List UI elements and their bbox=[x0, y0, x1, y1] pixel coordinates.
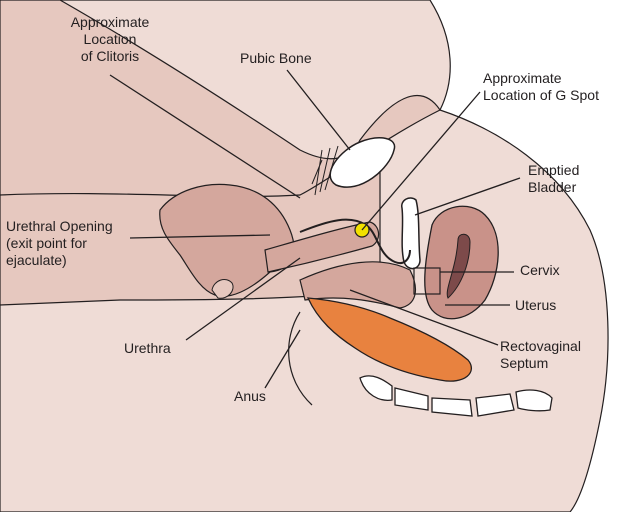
label-rectovaginal: Rectovaginal Septum bbox=[500, 338, 581, 372]
label-urethra: Urethra bbox=[124, 340, 171, 356]
label-g-spot-line1: Approximate bbox=[483, 70, 562, 86]
inserted-finger bbox=[264, 221, 380, 273]
cervix-box bbox=[413, 267, 441, 295]
label-bladder-line2: Bladder bbox=[528, 179, 577, 195]
label-rectovaginal-line1: Rectovaginal bbox=[500, 338, 581, 354]
label-rectovaginal-line2: Septum bbox=[500, 355, 549, 371]
hand bbox=[159, 183, 295, 297]
label-anus: Anus bbox=[234, 388, 266, 404]
label-clitoris-line2: Location bbox=[83, 31, 137, 47]
label-urethral-opening-line2: (exit point for bbox=[6, 235, 87, 251]
coccyx bbox=[359, 375, 553, 417]
leader-rectovaginal bbox=[349, 289, 499, 346]
leader-clitoris bbox=[109, 74, 301, 199]
anus-curve bbox=[288, 311, 313, 406]
label-clitoris-line1: Approximate bbox=[70, 14, 150, 30]
fingertip bbox=[211, 279, 234, 299]
label-g-spot: Approximate Location of G Spot bbox=[483, 70, 599, 104]
label-urethral-opening-line3: ejaculate) bbox=[6, 252, 67, 268]
leader-urethral-opening bbox=[129, 234, 271, 239]
bladder bbox=[401, 197, 421, 270]
leader-lines bbox=[109, 69, 521, 389]
label-bladder-line1: Emptied bbox=[528, 162, 580, 178]
leader-anus bbox=[264, 329, 301, 389]
label-clitoris-line3: of Clitoris bbox=[80, 48, 140, 64]
leader-pubic-bone bbox=[286, 69, 351, 151]
leader-g-spot bbox=[361, 91, 481, 231]
vaginal-canal bbox=[299, 261, 417, 309]
leader-bladder bbox=[414, 177, 521, 216]
pubic-hair bbox=[311, 145, 339, 196]
label-pubic-bone: Pubic Bone bbox=[240, 50, 312, 66]
label-clitoris: Approximate Location of Clitoris bbox=[40, 14, 180, 65]
urethra-path bbox=[299, 218, 411, 264]
leader-urethra bbox=[185, 257, 301, 341]
label-uterus: Uterus bbox=[515, 297, 557, 313]
label-urethral-opening: Urethral Opening (exit point for ejacula… bbox=[6, 218, 113, 269]
label-bladder: Emptied Bladder bbox=[528, 162, 579, 196]
pubic-bone bbox=[329, 137, 396, 188]
label-urethral-opening-line1: Urethral Opening bbox=[6, 218, 113, 234]
label-cervix: Cervix bbox=[520, 262, 560, 278]
rectum bbox=[306, 297, 473, 382]
label-g-spot-line2: Location of G Spot bbox=[483, 87, 599, 103]
